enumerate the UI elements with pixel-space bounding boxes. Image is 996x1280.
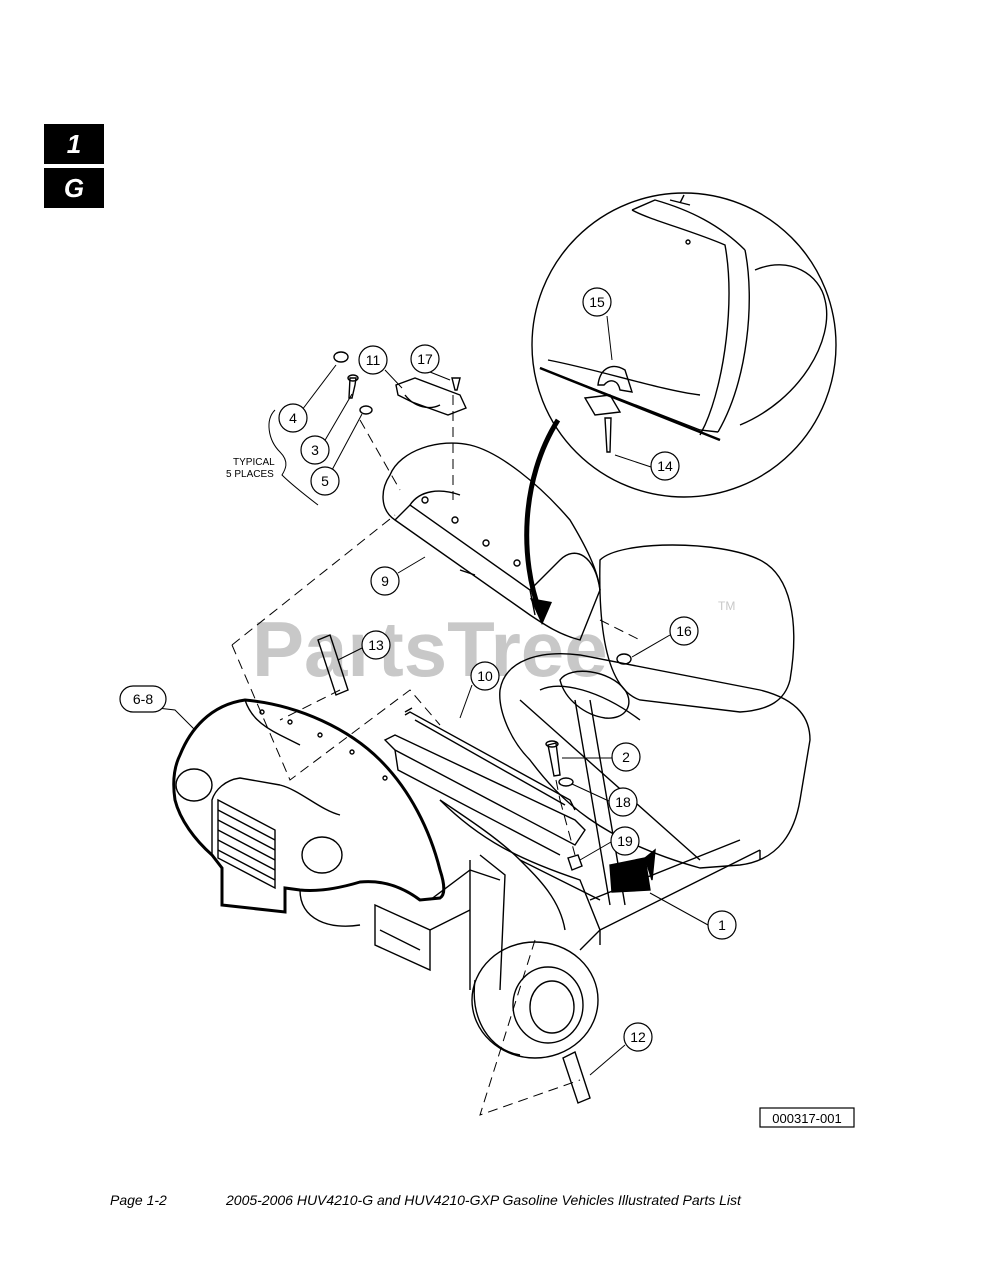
- part-5-washer: [359, 405, 373, 415]
- part-12-strip: [562, 1051, 591, 1104]
- detail-view-circle: [531, 192, 837, 498]
- callout-2: 2: [622, 749, 630, 765]
- footer-page: Page 1-2: [110, 1192, 167, 1208]
- callout-12: 12: [630, 1029, 646, 1045]
- part-14-rivet: [604, 417, 612, 453]
- callout-4: 4: [289, 410, 297, 426]
- callout-1: 1: [718, 917, 726, 933]
- callout-5: 5: [321, 473, 329, 489]
- callout-6-8: 6-8: [133, 691, 153, 707]
- dash-bar: [404, 711, 576, 811]
- section-tab-number: 1: [44, 124, 104, 164]
- callout-16: 16: [676, 623, 692, 639]
- front-wheel: [471, 941, 599, 1059]
- callout-9: 9: [381, 573, 389, 589]
- note-places: 5 PLACES: [226, 469, 274, 480]
- callout-18: 18: [615, 794, 631, 810]
- right-headlight: [301, 836, 343, 874]
- callout-3: 3: [311, 442, 319, 458]
- seat-back: [599, 544, 795, 713]
- hood: [172, 698, 446, 914]
- watermark-text: PartsTree: [252, 605, 608, 693]
- part-2-bolt: [547, 742, 561, 777]
- note-typical: TYPICAL: [233, 457, 275, 468]
- footer-title: 2005-2006 HUV4210-G and HUV4210-GXP Gaso…: [226, 1192, 741, 1208]
- callout-19: 19: [617, 833, 633, 849]
- part-15-clip: [597, 365, 634, 393]
- part-3-bolt: [348, 377, 357, 399]
- figure-id: 000317-001: [772, 1111, 841, 1126]
- section-tab-letter: G: [44, 168, 104, 208]
- part-16-plug: [616, 653, 632, 665]
- part-19-nut: [567, 854, 583, 871]
- cowl-panel: [382, 442, 601, 641]
- part-4-cap: [333, 351, 349, 363]
- watermark-tm: TM: [718, 599, 735, 613]
- floor-mat: [609, 857, 651, 893]
- steering-wheel: [559, 670, 630, 719]
- callout-17: 17: [417, 351, 433, 367]
- seat-bottom: [499, 653, 811, 869]
- callout-11: 11: [366, 352, 381, 368]
- part-10-seal: [404, 707, 413, 713]
- callout-13: 13: [368, 637, 384, 653]
- part-18-washer: [558, 777, 574, 787]
- callout-15: 15: [589, 294, 605, 310]
- left-headlight: [175, 768, 213, 802]
- part-11-bracket: [395, 377, 467, 416]
- part-13-strip: [317, 634, 349, 696]
- pointer-arrow: [524, 418, 561, 613]
- callout-10: 10: [477, 668, 493, 684]
- grille: [217, 798, 276, 890]
- callout-14: 14: [657, 458, 673, 474]
- part-17-screw: [451, 377, 461, 391]
